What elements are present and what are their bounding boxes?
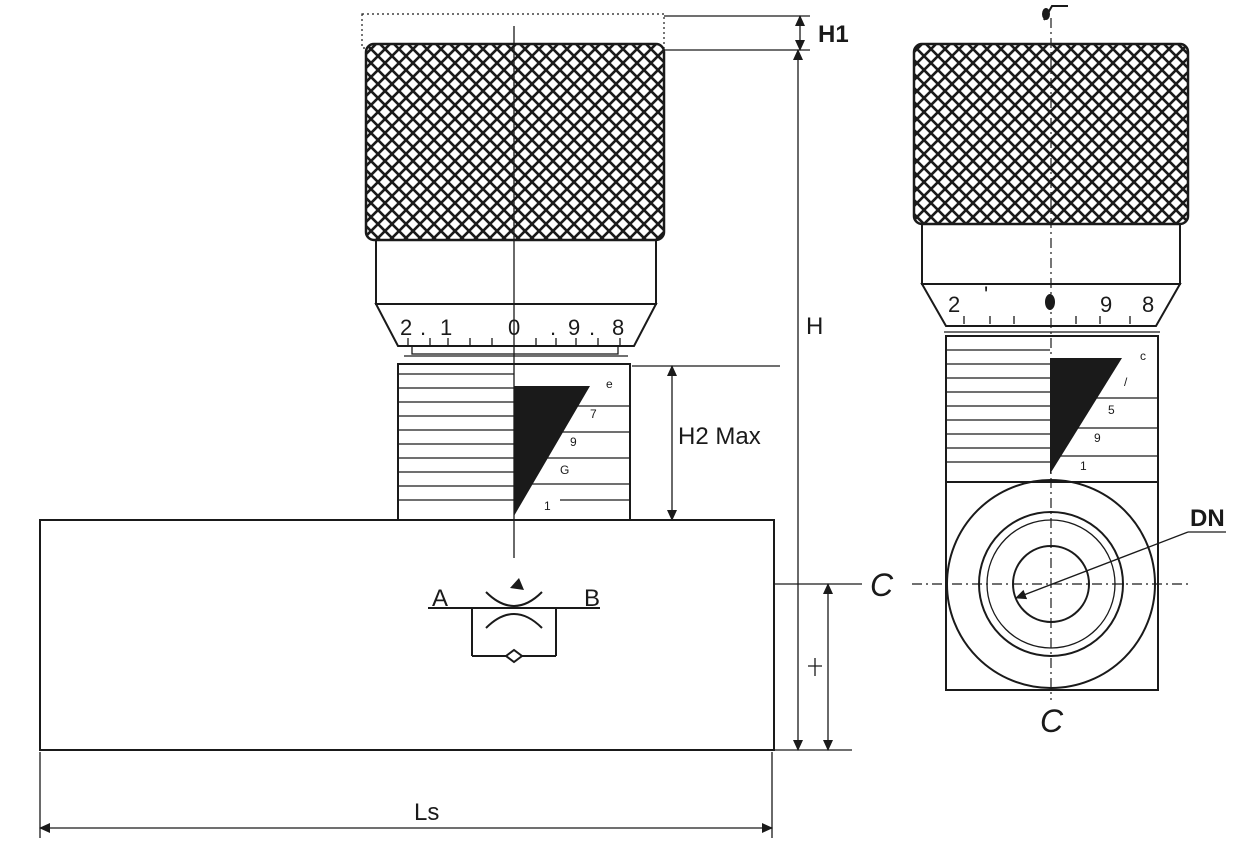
svg-text:7: 7: [590, 407, 597, 421]
dim-ls-label: Ls: [414, 799, 439, 826]
side-scale-ring: [920, 283, 1182, 327]
svg-text:/: /: [1124, 375, 1128, 389]
svg-text:.: .: [550, 315, 556, 340]
dim-dn-label: DN: [1190, 505, 1225, 532]
throttle-symbol: [428, 578, 600, 664]
scale-ring-numbers: 2 . 1 0 . 9 . 8: [400, 315, 624, 340]
front-view: 2 . 1 0 . 9 . 8: [39, 13, 775, 751]
scale-ring-ticks: [407, 338, 621, 346]
side-scale-numbers: 2 ' 9 8: [948, 282, 1154, 317]
side-indicator-wedge: [1050, 358, 1122, 474]
indicator-wedge: [514, 386, 590, 516]
dim-h1-label: H1: [818, 21, 849, 48]
svg-text:.: .: [420, 315, 426, 340]
svg-text:c: c: [1140, 349, 1146, 363]
svg-text:9: 9: [1100, 292, 1112, 317]
dim-h2-max-label: H2 Max: [678, 423, 761, 450]
svg-text:8: 8: [612, 315, 624, 340]
svg-text:2: 2: [948, 292, 960, 317]
svg-text:': ': [984, 282, 988, 307]
section-mark-bottom: C: [1040, 703, 1064, 739]
svg-text:5: 5: [1108, 403, 1115, 417]
port-a-label: A: [432, 585, 448, 612]
scale-ring: [374, 303, 658, 347]
svg-text:9: 9: [1094, 431, 1101, 445]
knurled-knob: [364, 42, 666, 242]
side-sleeve-scale-numbers: c / 5 9 1: [1080, 349, 1146, 473]
svg-text:.: .: [589, 315, 595, 340]
section-mark-left: C: [870, 567, 894, 603]
svg-text:e: e: [606, 377, 613, 391]
svg-text:9: 9: [570, 435, 577, 449]
svg-text:8: 8: [1142, 292, 1154, 317]
svg-text:1: 1: [440, 315, 452, 340]
svg-text:1: 1: [544, 499, 551, 513]
dim-t-mark: [808, 658, 822, 676]
side-body: [945, 481, 1159, 691]
svg-text:2: 2: [400, 315, 412, 340]
side-view: 2 ' 9 8 c / 5 9 1: [870, 5, 1226, 739]
svg-text:9: 9: [568, 315, 580, 340]
knob-collar: [375, 239, 657, 305]
svg-text:G: G: [560, 463, 569, 477]
sleeve-scale-numbers: e 7 9 G 1: [544, 377, 613, 513]
dn-leader: [1015, 531, 1189, 600]
port-b-label: B: [584, 585, 600, 612]
svg-text:1: 1: [1080, 459, 1087, 473]
valve-body: [39, 519, 775, 751]
front-dimensions: H1 H H2 Max Ls: [39, 14, 862, 838]
dim-h-label: H: [806, 313, 823, 340]
ring-base: [411, 345, 619, 355]
